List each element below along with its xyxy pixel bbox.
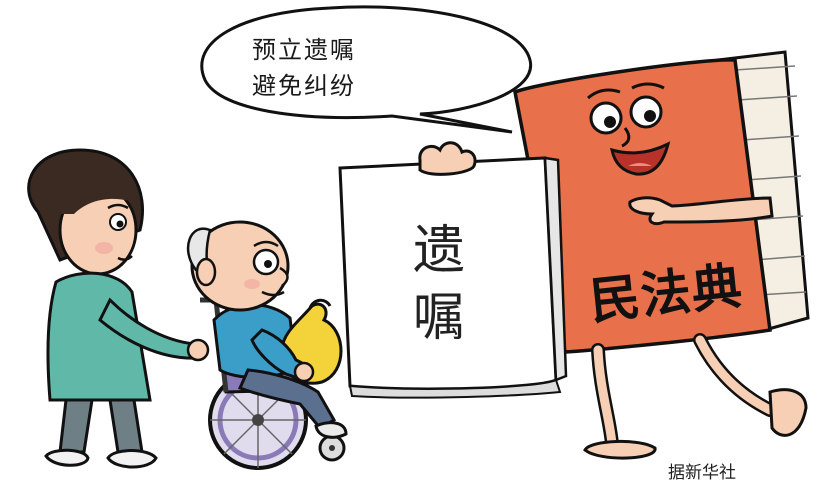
elderly-man <box>186 220 348 439</box>
will-sign <box>338 141 568 399</box>
sign-text-line-2: 嘱 <box>413 288 466 348</box>
speech-bubble-line-2: 避免纠纷 <box>252 72 356 100</box>
caregiver-woman <box>27 148 210 469</box>
sign-text-line-1: 遗 <box>413 221 466 281</box>
speech-bubble-line-1: 预立遗嘱 <box>252 36 356 64</box>
source-credit: 据新华社 <box>668 463 736 483</box>
civil-code-book <box>513 50 810 460</box>
speech-bubble <box>200 5 533 134</box>
